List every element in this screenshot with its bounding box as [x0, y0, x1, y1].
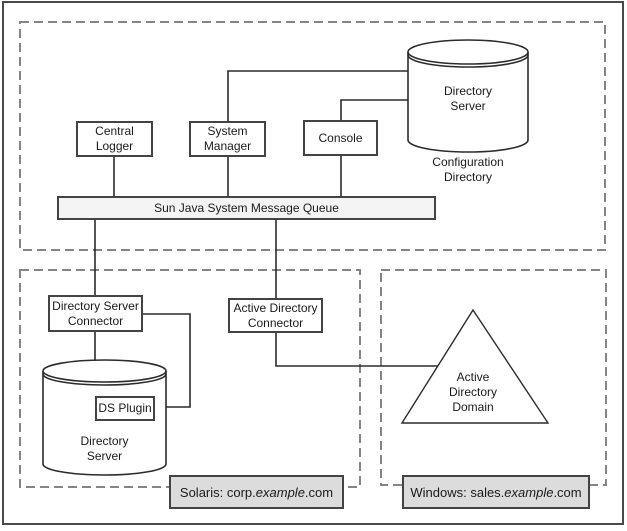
- directory-server-connector-box: Directory Server Connector: [48, 295, 143, 332]
- windows-label-suffix: .com: [553, 484, 582, 500]
- system-manager-label-line2: Manager: [203, 139, 252, 153]
- central-logger-box: Central Logger: [76, 121, 153, 157]
- system-manager-to-config-ds-line: [227, 70, 409, 121]
- message-queue-bar: Sun Java System Message Queue: [57, 196, 436, 220]
- windows-zone-label: Windows: sales.example.com: [402, 475, 590, 509]
- ds-connector-to-ds-plugin-line: [142, 313, 191, 408]
- solaris-label-prefix: Solaris: corp.: [179, 484, 256, 500]
- central-logger-label-line1: Central: [95, 124, 134, 138]
- active-directory-connector-box: Active Directory Connector: [228, 298, 323, 333]
- ad-connector-to-ad-domain-line: [275, 332, 441, 367]
- config-directory-server-cylinder: [407, 39, 529, 153]
- system-manager-box: System Manager: [189, 121, 266, 157]
- config-cylinder-body: [407, 52, 529, 153]
- console-box: Console: [303, 120, 378, 156]
- ds-plugin-label: DS Plugin: [98, 401, 152, 415]
- central-logger-label-line2: Logger: [95, 139, 134, 153]
- config-cylinder-top: [407, 39, 529, 65]
- ds-plugin-box: DS Plugin: [95, 396, 155, 421]
- ds-cylinder-top: [42, 359, 167, 383]
- ds-cylinder-body: [42, 371, 167, 476]
- message-queue-label: Sun Java System Message Queue: [154, 200, 339, 215]
- solaris-label-domain: example: [255, 484, 305, 500]
- ad-connector-label-line2: Connector: [247, 315, 304, 330]
- windows-label-domain: example: [504, 484, 554, 500]
- config-cylinder-rim: [407, 54, 529, 68]
- connector-lines: [94, 70, 441, 408]
- windows-label-prefix: Windows: sales.: [410, 484, 505, 500]
- console-label: Console: [318, 130, 363, 145]
- outer-frame: [2, 1, 624, 525]
- console-to-config-ds-line: [340, 99, 409, 120]
- solaris-zone-label: Solaris: corp.example.com: [169, 475, 344, 509]
- system-manager-label-line1: System: [207, 124, 248, 138]
- ds-cylinder-rim: [42, 373, 167, 386]
- ds-connector-label-line2: Connector: [67, 313, 124, 328]
- ds-connector-label-line1: Directory Server: [52, 298, 139, 313]
- config-zone-dashed-border: [19, 21, 606, 251]
- ad-connector-label-line1: Active Directory: [233, 300, 318, 315]
- solaris-label-suffix: .com: [304, 484, 334, 500]
- active-directory-domain-triangle: [400, 308, 550, 424]
- solaris-zone-dashed-border: [19, 269, 361, 488]
